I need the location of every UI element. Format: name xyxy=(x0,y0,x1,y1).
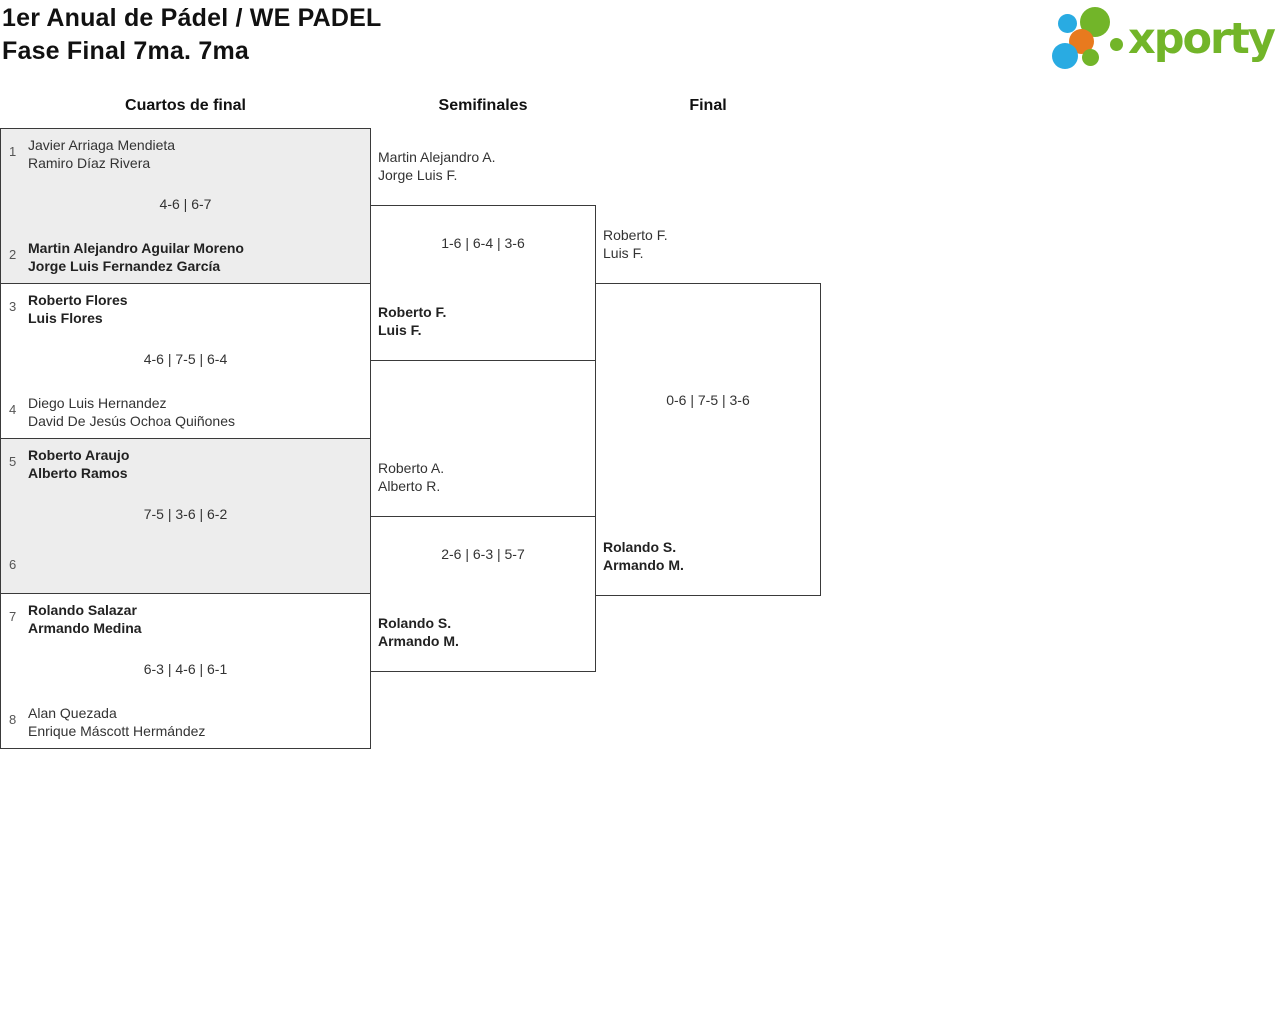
xporty-wordmark: xporty xyxy=(1128,14,1276,64)
match-semifinal-1[interactable]: Martin Alejandro A. Jorge Luis F. 1-6 | … xyxy=(370,149,596,361)
seed-label: 1 xyxy=(9,144,17,159)
team-name: Armando M. xyxy=(603,557,684,573)
match-quarterfinal-3[interactable]: 5 Roberto Araujo Alberto Ramos 7-5 | 3-6… xyxy=(0,438,371,594)
xporty-logo[interactable]: xporty xyxy=(1050,5,1276,71)
seed-label: 5 xyxy=(9,454,17,469)
team-name: Armando Medina xyxy=(28,620,142,636)
team-name: Enrique Máscott Hermández xyxy=(28,723,206,739)
logo-dot-icon xyxy=(1082,49,1099,66)
logo-dot-icon xyxy=(1052,43,1078,69)
team-name: Jorge Luis F. xyxy=(378,167,458,183)
team-name: Roberto Araujo xyxy=(28,447,130,463)
team-name: Diego Luis Hernandez xyxy=(28,395,167,411)
phase-subtitle: Fase Final 7ma. 7ma xyxy=(2,37,249,65)
round-header-semifinals: Semifinales xyxy=(438,97,528,114)
team-name: David De Jesús Ochoa Quiñones xyxy=(28,413,235,429)
team-name: Jorge Luis Fernandez García xyxy=(28,258,221,274)
team-name: Alberto R. xyxy=(378,478,441,494)
team-name: Alberto Ramos xyxy=(28,465,128,481)
team-name: Rolando Salazar xyxy=(28,602,137,618)
match-score: 7-5 | 3-6 | 6-2 xyxy=(143,506,228,522)
match-quarterfinal-4[interactable]: 7 Rolando Salazar Armando Medina 6-3 | 4… xyxy=(0,593,371,749)
team-name: Luis F. xyxy=(378,322,422,338)
round-header-final: Final xyxy=(689,97,727,114)
team-name: Rolando S. xyxy=(603,539,677,555)
team-name: Luis F. xyxy=(603,245,644,261)
match-score: 0-6 | 7-5 | 3-6 xyxy=(666,392,750,408)
match-quarterfinal-1[interactable]: 1 Javier Arriaga Mendieta Ramiro Díaz Ri… xyxy=(0,128,371,284)
team-name: Roberto A. xyxy=(378,460,445,476)
match-score: 2-6 | 6-3 | 5-7 xyxy=(441,546,525,562)
team-name: Luis Flores xyxy=(28,310,103,326)
match-semifinal-2[interactable]: Roberto A. Alberto R. 2-6 | 6-3 | 5-7 Ro… xyxy=(370,460,596,672)
team-name: Alan Quezada xyxy=(28,705,117,721)
seed-label: 4 xyxy=(9,402,17,417)
team-name: Javier Arriaga Mendieta xyxy=(28,137,176,153)
team-name: Martin Alejandro A. xyxy=(378,149,496,165)
seed-label: 7 xyxy=(9,609,17,624)
team-name: Roberto Flores xyxy=(28,292,128,308)
logo-dot-icon xyxy=(1110,38,1123,51)
match-score: 4-6 | 7-5 | 6-4 xyxy=(143,351,228,367)
match-quarterfinal-2[interactable]: 3 Roberto Flores Luis Flores 4-6 | 7-5 |… xyxy=(0,283,371,439)
team-name: Ramiro Díaz Rivera xyxy=(28,155,151,171)
match-score: 4-6 | 6-7 xyxy=(159,196,212,212)
seed-label: 6 xyxy=(9,557,17,572)
team-name: Roberto F. xyxy=(603,227,668,243)
page-title: 1er Anual de Pádel / WE PADEL Fase Final… xyxy=(2,2,382,68)
round-header-quarterfinals: Cuartos de final xyxy=(125,97,246,114)
team-name: Martin Alejandro Aguilar Moreno xyxy=(28,240,244,256)
seed-label: 3 xyxy=(9,299,17,314)
logo-dot-icon xyxy=(1058,14,1077,33)
tournament-title: 1er Anual de Pádel / WE PADEL xyxy=(2,4,382,32)
seed-label: 2 xyxy=(9,247,17,262)
match-final[interactable]: Roberto F. Luis F. 0-6 | 7-5 | 3-6 Rolan… xyxy=(595,227,821,596)
match-score: 1-6 | 6-4 | 3-6 xyxy=(441,235,525,251)
match-score: 6-3 | 4-6 | 6-1 xyxy=(143,661,228,677)
team-name: Armando M. xyxy=(378,633,459,649)
team-name: Roberto F. xyxy=(378,304,447,320)
team-name: Rolando S. xyxy=(378,615,452,631)
seed-label: 8 xyxy=(9,712,17,727)
